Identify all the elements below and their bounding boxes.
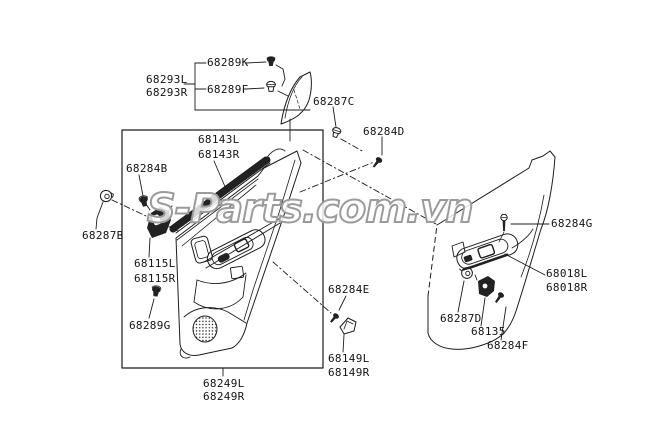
phantom-line (272, 261, 332, 314)
part-label-68289F: 68289F (207, 83, 249, 96)
armrest-panel-drawing (456, 233, 519, 271)
part-label-68284G: 68284G (551, 217, 593, 230)
grommet-icon (459, 267, 473, 279)
part-label-68293R: 68293R (146, 86, 188, 99)
part-label-68284D: 68284D (363, 125, 405, 138)
sail-panel-drawing (280, 71, 312, 125)
door-trim-panel-drawing (175, 150, 302, 359)
screw-icon (330, 313, 339, 323)
part-label-68284B: 68284B (126, 162, 168, 175)
leader-68018 (504, 253, 546, 276)
leader-68289G (148, 298, 155, 319)
clip-icon (332, 127, 342, 139)
clip-icon (266, 80, 276, 92)
leader-68287D (457, 280, 465, 313)
part-label-68287B: 68287B (82, 229, 124, 242)
part-label-68135: 68135 (471, 325, 506, 338)
door-inner-panel-drawing (427, 150, 556, 350)
screw-icon (372, 157, 383, 168)
grommet-icon (99, 189, 114, 203)
clip-icon (151, 285, 162, 297)
phantom-line (111, 199, 179, 232)
leader-68284F (500, 306, 507, 341)
leader-68284G-2 (498, 231, 505, 243)
screw-icon (495, 292, 504, 303)
main-part-box (121, 129, 324, 377)
leader-68135 (480, 297, 486, 327)
callout-bracket (183, 61, 311, 142)
leader-68149 (342, 334, 345, 353)
phantom-line (340, 138, 365, 153)
part-label-68143L: 68143L (198, 133, 240, 146)
part-label-68143R: 68143R (198, 148, 240, 161)
part-label-68289K: 68289K (207, 56, 249, 69)
part-label-68249R: 68249R (203, 390, 245, 403)
screw-icon (500, 213, 508, 231)
phantom-line (302, 149, 437, 225)
part-label-68018L: 68018L (546, 267, 588, 280)
clip-icon (138, 195, 148, 207)
leader-68115 (148, 237, 151, 258)
belt-molding-drawing (169, 148, 286, 234)
clip-icon (266, 56, 276, 66)
part-label-68149L: 68149L (328, 352, 370, 365)
part-label-68115L: 68115L (134, 257, 176, 270)
part-label-68018R: 68018R (546, 281, 588, 294)
part-label-68249L: 68249L (203, 377, 245, 390)
phantom-line (299, 161, 375, 193)
part-label-68149R: 68149R (328, 366, 370, 379)
leader-68284E (338, 295, 347, 311)
leader-68284B (138, 174, 144, 197)
leader-68287C (332, 106, 337, 128)
part-label-68115R: 68115R (134, 272, 176, 285)
bracket-icon (474, 274, 495, 297)
cap-icon (339, 317, 357, 335)
part-label-68293L: 68293L (146, 73, 188, 86)
bracket-icon (145, 203, 173, 238)
part-label-68289G: 68289G (129, 319, 171, 332)
part-label-68284E: 68284E (328, 283, 370, 296)
leader-68287B (95, 201, 104, 230)
part-label-68284F: 68284F (487, 339, 529, 352)
part-label-68287D: 68287D (440, 312, 482, 325)
part-label-68287C: 68287C (313, 95, 355, 108)
